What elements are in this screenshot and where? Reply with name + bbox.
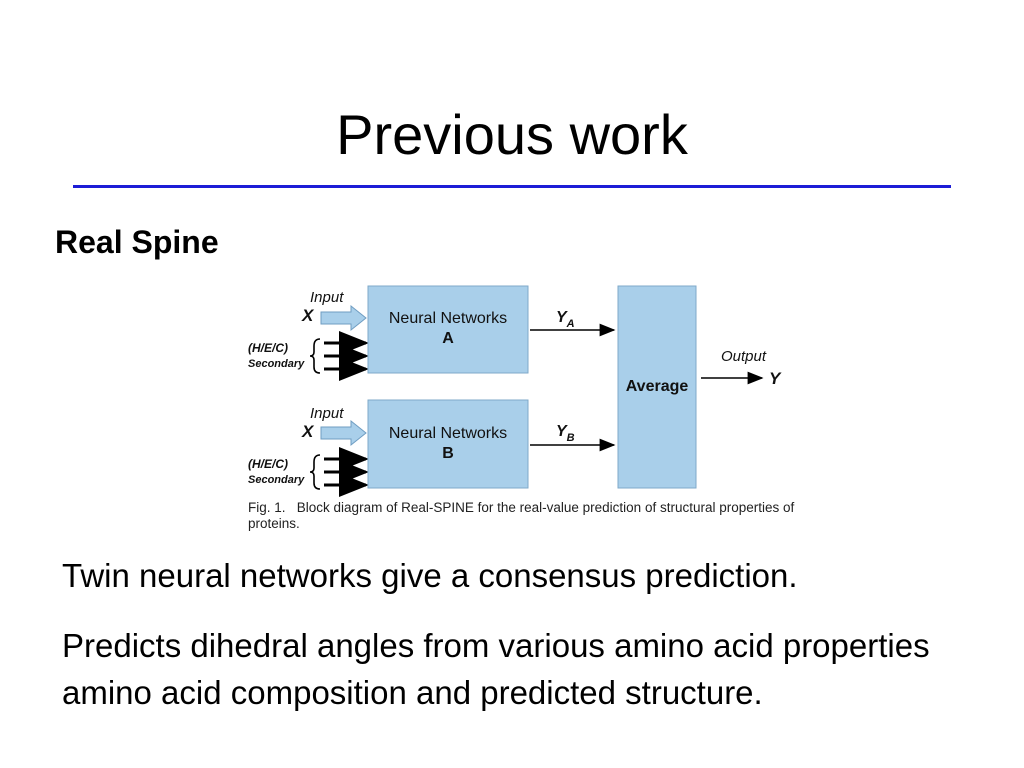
input-var-b: X [301, 422, 315, 441]
secondary-label-a: Secondary [248, 358, 305, 370]
secondary-label-b: Secondary [248, 474, 305, 486]
input-arrow-b [320, 419, 367, 447]
average-label: Average [626, 378, 689, 395]
input-label-b: Input [310, 405, 344, 422]
output-var: Y [769, 369, 782, 388]
title-underline [73, 185, 951, 188]
output-ya-label: YA [556, 309, 575, 330]
caption-figure-number: Fig. 1. [248, 500, 286, 515]
block-diagram: Input X (H/E/C) Secondary Neural Network… [240, 283, 800, 543]
neural-network-b-box [367, 399, 529, 489]
neural-network-a-line1: Neural Networks [389, 310, 507, 327]
neural-network-a-line2: A [442, 330, 454, 347]
caption-text: Block diagram of Real-SPINE for the real… [248, 500, 795, 531]
input-label-a: Input [310, 289, 344, 306]
brace-b [309, 454, 321, 490]
input-arrow-a [320, 304, 367, 332]
ya-sub: A [566, 318, 575, 330]
bullet-point-1: Twin neural networks give a consensus pr… [62, 557, 798, 594]
figure-caption: Fig. 1. Block diagram of Real-SPINE for … [248, 500, 808, 532]
neural-network-b-line1: Neural Networks [389, 425, 507, 442]
ya-main: Y [556, 309, 568, 326]
yb-sub: B [567, 432, 575, 444]
secondary-tag-a: (H/E/C) [248, 341, 288, 355]
average-box [617, 285, 697, 489]
output-label: Output [721, 348, 767, 365]
section-heading: Real Spine [55, 224, 219, 260]
bullet-point-2: Predicts dihedral angles from various am… [62, 627, 930, 711]
output-yb-label: YB [556, 423, 575, 444]
brace-a [309, 338, 321, 374]
neural-network-b-line2: B [442, 445, 454, 462]
slide-title: Previous work [336, 103, 688, 166]
neural-network-a-box [367, 285, 529, 374]
secondary-tag-b: (H/E/C) [248, 457, 288, 471]
input-var-a: X [301, 306, 315, 325]
yb-main: Y [556, 423, 568, 440]
